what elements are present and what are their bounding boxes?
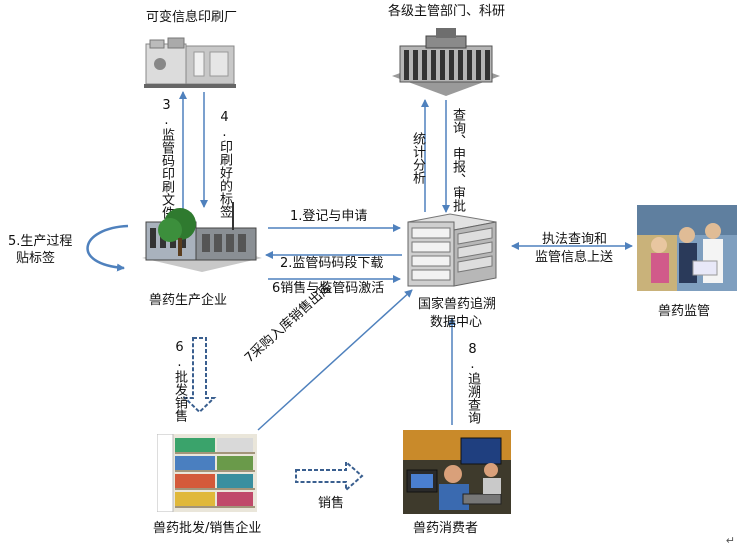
edge-5-label-2: 贴标签 xyxy=(16,251,56,266)
edge-sales-label: 销售 xyxy=(318,496,345,511)
dashed-arrow-down xyxy=(182,337,217,414)
government-building-icon xyxy=(392,28,500,96)
edge-6-label: 6销售与监管码激活 xyxy=(272,281,385,296)
node-authorities-label: 各级主管部门、科研 xyxy=(388,4,506,19)
edge-8-label: 8.追溯查询 xyxy=(465,342,480,424)
edge-1-label: 1.登记与申请 xyxy=(290,209,368,224)
edge-enforce-label-1: 执法查询和 xyxy=(542,232,608,247)
arrow-7 xyxy=(257,289,413,431)
node-datacenter-label-1: 国家兽药追溯 xyxy=(418,297,497,312)
server-rack-icon xyxy=(407,213,497,287)
inspectors-photo-icon xyxy=(637,205,737,291)
factory-icon xyxy=(142,202,262,272)
edge-query-label: 查询、申报、审批 xyxy=(450,108,465,212)
edge-4-label: 4.印刷好的标签 xyxy=(217,110,232,218)
edge-2-label: 2.监管码码段下载 xyxy=(280,256,384,271)
edge-stats-label: 统计分析 xyxy=(410,132,425,184)
edge-5-label-1: 5.生产过程 xyxy=(8,234,73,249)
edge-6b-label: 6.批发销售 xyxy=(172,340,187,422)
node-manufacturer-label: 兽药生产企业 xyxy=(149,293,228,308)
node-consumer-label: 兽药消费者 xyxy=(413,521,479,536)
node-wholesale-label: 兽药批发/销售企业 xyxy=(153,521,262,536)
edge-3-label: 3.监管码印刷文件 xyxy=(159,98,174,219)
printing-machine-icon xyxy=(144,37,236,88)
computer-users-icon xyxy=(403,430,511,514)
dashed-arrow-right xyxy=(295,459,364,493)
corner-mark: ↵ xyxy=(725,534,735,547)
edge-enforce-label-2: 监管信息上送 xyxy=(535,250,614,265)
node-printer-label: 可变信息印刷厂 xyxy=(146,10,238,25)
arrow-5 xyxy=(86,224,129,272)
node-datacenter-label-2: 数据中心 xyxy=(430,315,483,330)
pharmacy-shelves-icon xyxy=(157,434,257,512)
node-supervision-label: 兽药监管 xyxy=(658,304,711,319)
